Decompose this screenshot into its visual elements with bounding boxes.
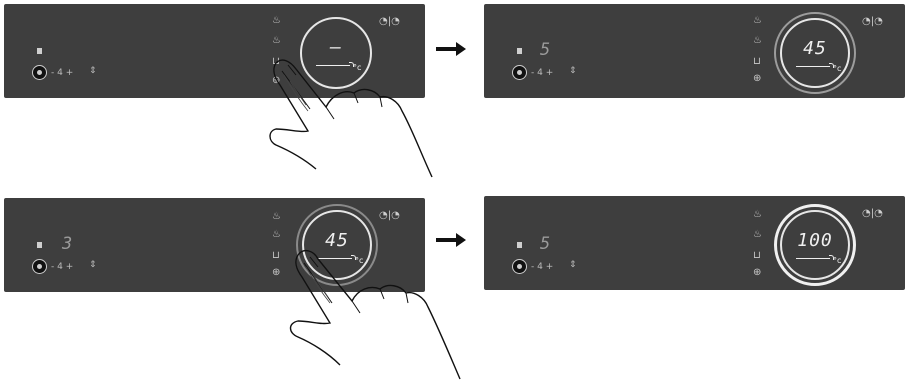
zone-indicator	[37, 48, 42, 54]
plus-circle-icon[interactable]: ⊕	[272, 267, 281, 278]
hand-pointer-icon	[269, 59, 433, 178]
level-scale: - 4 +	[531, 262, 554, 272]
temperature-dial[interactable]: 45 °c	[302, 210, 372, 280]
temperature-dial[interactable]: – °c	[300, 17, 372, 89]
hob-wave-icon[interactable]: ♨	[753, 15, 762, 26]
temperature-display: –	[330, 37, 342, 58]
cooktop-panel-top-left: - 4 + ⇕ ♨ ♨ ⊔ ⊕ – °c ◔|◔	[4, 4, 425, 98]
power-knob-icon[interactable]	[32, 259, 47, 274]
temperature-display: 45	[325, 230, 349, 251]
temperature-unit: °c	[355, 256, 364, 265]
pot-icon[interactable]: ⊔	[272, 250, 280, 261]
temperature-dial[interactable]: 45 °c	[780, 18, 850, 88]
level-display: 3	[62, 234, 74, 254]
dial-hook	[349, 62, 354, 67]
cooktop-panel-bottom-left: 3 - 4 + ⇕ ♨ ♨ ⊔ ⊕ 45 °c ◔|◔	[4, 198, 425, 292]
steam-icon[interactable]: ♨	[272, 35, 281, 46]
temperature-display: 100	[797, 230, 833, 251]
level-scale: - 4 +	[531, 68, 554, 78]
temperature-dial[interactable]: 100 °c	[780, 210, 850, 280]
pot-icon[interactable]: ⊔	[272, 56, 280, 67]
cooktop-panel-top-right: 5 - 4 + ⇕ ♨ ♨ ⊔ ⊕ 45 °c ◔|◔	[484, 4, 905, 98]
power-knob-icon[interactable]	[512, 259, 527, 274]
updown-icon[interactable]: ⇕	[569, 66, 577, 76]
updown-icon[interactable]: ⇕	[89, 66, 97, 76]
hand-pointer-icon	[289, 249, 461, 380]
level-display: 5	[540, 234, 552, 254]
hob-wave-icon[interactable]: ♨	[753, 209, 762, 220]
updown-icon[interactable]: ⇕	[569, 260, 577, 270]
dial-underline	[318, 258, 352, 259]
level-scale: - 4 +	[51, 262, 74, 272]
plus-circle-icon[interactable]: ⊕	[753, 73, 762, 84]
dial-hook	[351, 255, 356, 260]
dial-ring	[774, 12, 856, 94]
temperature-unit: °c	[833, 256, 842, 265]
pot-icon[interactable]: ⊔	[753, 250, 761, 261]
timer-icon[interactable]: ◔|◔	[862, 208, 883, 219]
timer-icon[interactable]: ◔|◔	[379, 16, 400, 27]
cooktop-panel-bottom-right: 5 - 4 + ⇕ ♨ ♨ ⊔ ⊕ 100 °c ◔|◔	[484, 196, 905, 290]
dial-hook	[829, 63, 834, 68]
level-scale: - 4 +	[51, 68, 74, 78]
power-knob-icon[interactable]	[512, 65, 527, 80]
pot-icon[interactable]: ⊔	[753, 56, 761, 67]
zone-indicator	[517, 242, 522, 248]
dial-ring	[774, 204, 856, 286]
steam-icon[interactable]: ♨	[272, 229, 281, 240]
timer-icon[interactable]: ◔|◔	[862, 16, 883, 27]
hob-wave-icon[interactable]: ♨	[272, 211, 281, 222]
level-display: 5	[540, 40, 552, 60]
temperature-unit: °c	[833, 64, 842, 73]
dial-underline	[316, 65, 350, 66]
dial-underline	[796, 66, 830, 67]
plus-circle-icon[interactable]: ⊕	[272, 75, 281, 86]
dial-ring	[296, 204, 378, 286]
timer-icon[interactable]: ◔|◔	[379, 210, 400, 221]
zone-indicator	[37, 242, 42, 248]
hob-wave-icon[interactable]: ♨	[272, 15, 281, 26]
steam-icon[interactable]: ♨	[753, 229, 762, 240]
dial-hook	[829, 255, 834, 260]
zone-indicator	[517, 48, 522, 54]
steam-icon[interactable]: ♨	[753, 35, 762, 46]
power-knob-icon[interactable]	[32, 65, 47, 80]
temperature-unit: °c	[353, 63, 362, 72]
arrow-right-icon	[436, 42, 466, 56]
updown-icon[interactable]: ⇕	[89, 260, 97, 270]
dial-underline	[796, 258, 830, 259]
temperature-display: 45	[803, 38, 827, 59]
arrow-right-icon	[436, 233, 466, 247]
plus-circle-icon[interactable]: ⊕	[753, 267, 762, 278]
